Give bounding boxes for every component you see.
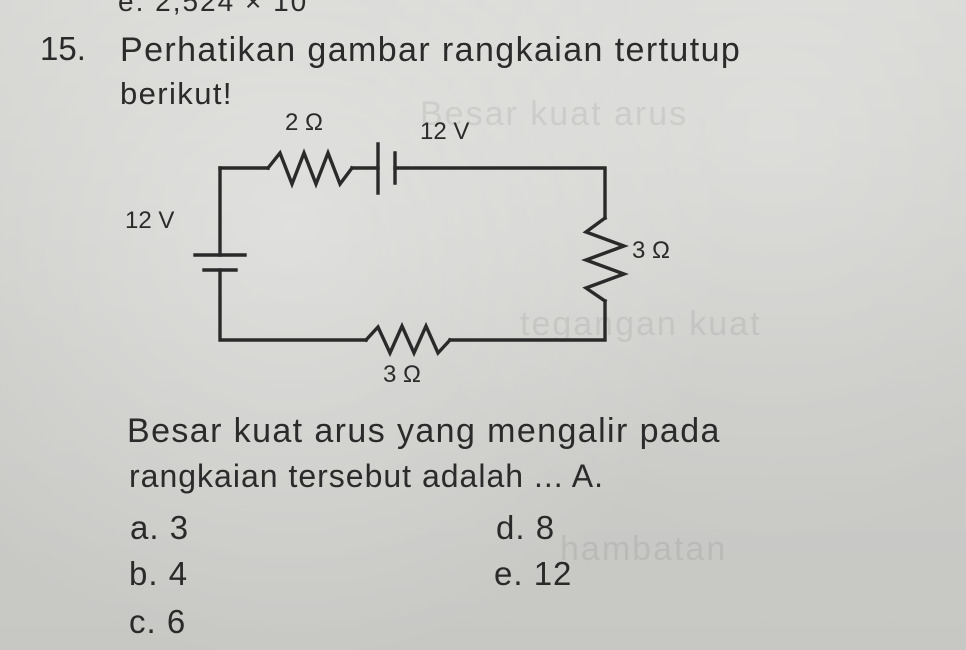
- option-a: a. 3: [130, 509, 190, 546]
- circuit-wire: [448, 299, 607, 342]
- question-text-line-2: rangkaian tersebut adalah ... A.: [129, 458, 604, 494]
- battery-left-symbol: [193, 253, 247, 272]
- question-intro-line-2: berikut!: [120, 76, 233, 111]
- battery-top-symbol: [376, 142, 397, 195]
- option-c: c. 6: [129, 603, 187, 640]
- resistor-bottom-symbol: [363, 321, 453, 358]
- circuit-diagram: 2 Ω 12 V 12 V 3 Ω 3 Ω: [125, 109, 670, 388]
- option-d: d. 8: [496, 509, 556, 546]
- battery-top-label: 12 V: [420, 118, 469, 145]
- question-intro-line-1: Perhatikan gambar rangkaian tertutup: [120, 31, 742, 69]
- battery-left-label: 12 V: [125, 207, 174, 234]
- resistor-bottom-label: 3 Ω: [383, 361, 421, 388]
- option-b: b. 4: [129, 555, 189, 592]
- question-text-line-1: Besar kuat arus yang mengalir pada: [127, 412, 721, 450]
- circuit-wire: [393, 166, 607, 220]
- circuit-wire: [218, 268, 368, 342]
- resistor-top-symbol: [265, 148, 355, 189]
- resistor-right-symbol: [581, 215, 629, 304]
- option-e: e. 12: [494, 555, 573, 592]
- resistor-top-label: 2 Ω: [285, 109, 323, 136]
- resistor-right-label: 3 Ω: [632, 237, 670, 264]
- previous-answer-fragment: e. 2,524 × 10: [118, 0, 309, 17]
- question-number: 15.: [40, 30, 86, 67]
